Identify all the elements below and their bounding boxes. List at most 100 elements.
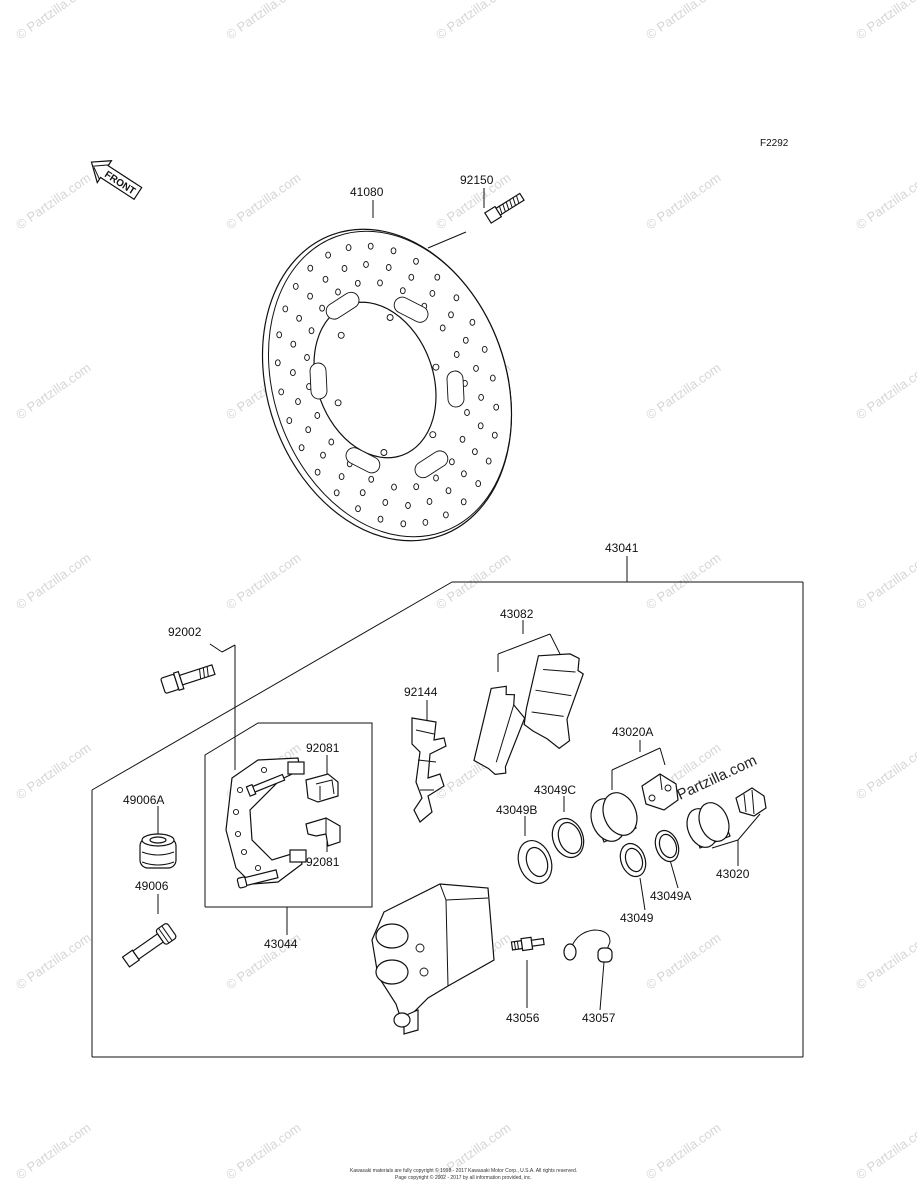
disc-hole xyxy=(429,289,436,297)
piston-seal-small[interactable] xyxy=(616,840,650,880)
bleed-valve[interactable] xyxy=(510,936,545,952)
watermark: © Partzilla.com xyxy=(433,0,513,42)
disc-hole xyxy=(434,273,441,281)
watermark: © Partzilla.com xyxy=(643,360,723,423)
disc-hole xyxy=(274,359,281,367)
disc-hole xyxy=(305,426,312,434)
disc-bolt[interactable] xyxy=(483,192,525,224)
disc-hole xyxy=(319,304,325,312)
watermark: © Partzilla.com xyxy=(853,550,917,613)
disc-slot xyxy=(325,291,360,320)
watermark: © Partzilla.com xyxy=(13,170,93,233)
watermark: © Partzilla.com xyxy=(643,930,723,993)
disc-hole xyxy=(475,480,482,488)
label-dust-seal-large[interactable]: 43049C xyxy=(534,783,576,797)
watermark: © Partzilla.com xyxy=(853,740,917,803)
dust-seal-small[interactable] xyxy=(651,827,683,865)
disc-hole xyxy=(314,468,321,476)
piston-seal-large[interactable] xyxy=(512,836,557,888)
front-arrow-icon: FRONT xyxy=(90,160,143,201)
label-piston-small[interactable]: 43020 xyxy=(716,867,750,881)
disc-hole xyxy=(286,417,293,425)
slide-pin[interactable] xyxy=(121,923,177,970)
label-pad-spring[interactable]: 92144 xyxy=(404,685,438,699)
pad-clip-upper[interactable] xyxy=(305,773,339,803)
disc-slot xyxy=(414,450,449,479)
bracket-pin-lower[interactable] xyxy=(236,869,279,889)
disc-hole xyxy=(354,279,361,287)
label-boot[interactable]: 49006A xyxy=(123,793,164,807)
caliper-bracket[interactable] xyxy=(225,757,307,885)
piston-insulator-large[interactable] xyxy=(641,773,679,811)
disc-hole xyxy=(413,483,420,491)
piston-large[interactable] xyxy=(585,788,643,847)
disc-hole xyxy=(322,275,329,283)
disc-hole xyxy=(422,518,429,526)
disc-hole xyxy=(278,388,285,396)
disc-hole xyxy=(377,515,384,523)
disc-hole xyxy=(355,505,361,513)
label-piston-seal-large[interactable]: 43049B xyxy=(496,803,537,817)
slide-pin-boot[interactable] xyxy=(139,833,177,869)
disc-hole xyxy=(478,393,484,401)
disc-hole xyxy=(292,282,299,290)
leader-lines xyxy=(91,188,804,1058)
watermark: © Partzilla.com xyxy=(223,1120,303,1183)
watermark: © Partzilla.com xyxy=(13,1120,93,1183)
label-piston-large[interactable]: 43020A xyxy=(612,725,653,739)
brake-pad-right[interactable] xyxy=(517,646,592,750)
brake-disc[interactable] xyxy=(220,194,553,576)
watermark: © Partzilla.com xyxy=(643,550,723,613)
dust-seal-large[interactable] xyxy=(547,814,589,862)
disc-holes xyxy=(274,242,500,528)
disc-hole xyxy=(413,257,419,265)
watermark: © Partzilla.com xyxy=(853,170,917,233)
caliper-bolt[interactable] xyxy=(160,661,216,694)
disc-hole xyxy=(328,438,335,446)
pad-spring[interactable] xyxy=(411,717,447,823)
label-pad-set[interactable]: 43082 xyxy=(500,607,534,621)
label-disc-bolt[interactable]: 92150 xyxy=(460,173,494,187)
label-bracket-assy[interactable]: 43044 xyxy=(264,937,298,951)
label-caliper-bolt[interactable]: 92002 xyxy=(168,625,202,639)
watermark: © Partzilla.com xyxy=(223,170,303,233)
disc-hole xyxy=(377,279,383,287)
watermark: © Partzilla.com xyxy=(853,360,917,423)
disc-hole xyxy=(308,327,315,335)
disc-mount-hole xyxy=(429,431,437,439)
label-bleed-valve[interactable]: 43056 xyxy=(506,1011,540,1025)
bracket-pin-upper[interactable] xyxy=(245,773,286,797)
label-clip-lower[interactable]: 92081 xyxy=(306,855,340,869)
watermark: © Partzilla.com xyxy=(13,740,93,803)
bleed-cap[interactable] xyxy=(563,929,613,963)
disc-mount-hole xyxy=(432,363,440,371)
disc-hole xyxy=(491,431,498,439)
disc-hole xyxy=(405,502,411,509)
label-dust-seal-small[interactable]: 43049A xyxy=(650,889,691,903)
disc-hole xyxy=(433,474,439,482)
piston-small[interactable] xyxy=(682,798,735,852)
label-caliper-assy[interactable]: 43041 xyxy=(605,541,639,555)
label-slide-pin[interactable]: 49006 xyxy=(135,879,169,893)
disc-slot xyxy=(345,447,381,474)
brake-pad-left[interactable] xyxy=(470,683,531,778)
disc-slots xyxy=(309,291,465,479)
disc-hole xyxy=(477,422,484,430)
watermark: © Partzilla.com xyxy=(853,1120,917,1183)
disc-hole xyxy=(307,264,314,272)
disc-hole xyxy=(314,412,321,419)
piston-insulator-small[interactable] xyxy=(735,787,767,817)
label-disc[interactable]: 41080 xyxy=(350,185,384,199)
pad-clip-lower[interactable] xyxy=(305,817,341,847)
disc-hole xyxy=(320,451,326,459)
label-bleed-cap[interactable]: 43057 xyxy=(582,1011,616,1025)
caliper-body[interactable] xyxy=(371,883,495,1035)
watermark: © Partzilla.com xyxy=(13,550,93,613)
disc-hole xyxy=(443,511,449,519)
label-clip-upper[interactable]: 92081 xyxy=(306,741,340,755)
disc-hole xyxy=(459,435,466,443)
disc-hole xyxy=(390,247,397,255)
label-piston-seal-small[interactable]: 43049 xyxy=(620,911,654,925)
disc-hole xyxy=(282,305,289,313)
